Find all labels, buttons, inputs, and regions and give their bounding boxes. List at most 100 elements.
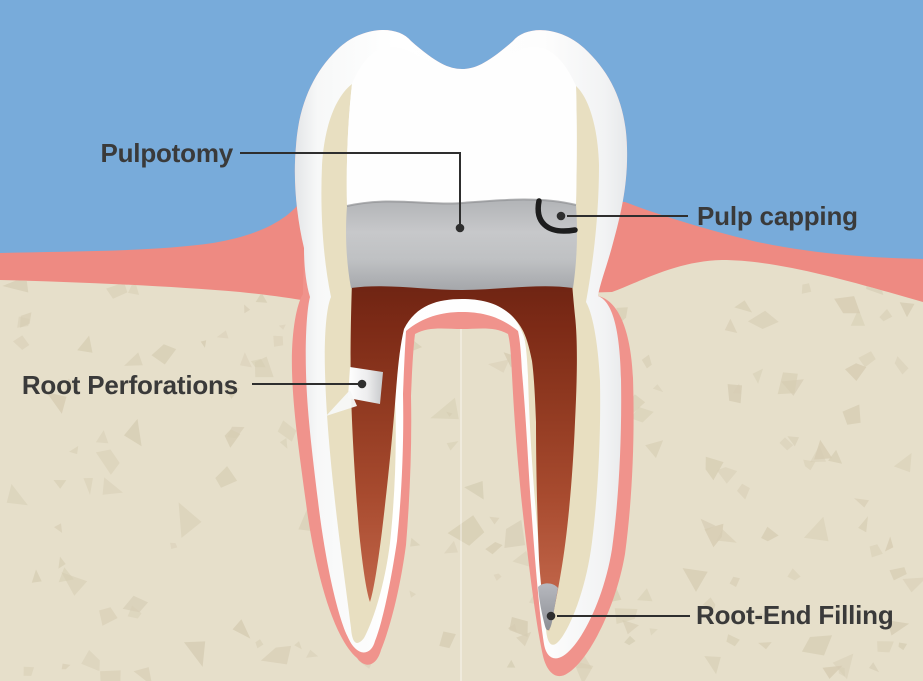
- bone-speckle: [573, 660, 594, 681]
- bone-speckle: [255, 292, 268, 303]
- bone-speckle: [834, 296, 861, 314]
- bone-speckle: [732, 383, 742, 394]
- bone-speckle: [133, 667, 153, 681]
- bone-speckle: [447, 515, 485, 546]
- root-end-filling-dot: [546, 611, 556, 621]
- bone-speckle: [893, 453, 912, 473]
- bone-speckle: [716, 467, 738, 484]
- bone-speckle: [854, 498, 869, 508]
- bone-speckle: [489, 516, 500, 525]
- bone-speckle: [53, 480, 67, 489]
- bone-speckle: [887, 620, 910, 636]
- bone-speckle: [877, 641, 894, 653]
- crown-cut-face: [346, 47, 577, 207]
- bone-speckle: [439, 631, 456, 649]
- bone-speckle: [879, 309, 893, 322]
- pulp-capping-dot: [556, 211, 566, 221]
- bone-speckle: [842, 404, 861, 425]
- bone-speckle: [652, 384, 664, 393]
- bone-speckle: [54, 523, 63, 533]
- bone-speckle: [124, 352, 143, 366]
- bone-speckle: [752, 368, 763, 384]
- bone-speckle: [277, 420, 297, 442]
- bone-speckle: [409, 590, 416, 598]
- bone-speckle: [239, 352, 252, 368]
- bone-speckle: [178, 502, 202, 538]
- bone-speckle: [6, 484, 28, 506]
- pulpotomy-leader-line: [240, 152, 461, 224]
- bone-speckle: [869, 662, 880, 673]
- bone-speckle: [838, 666, 845, 677]
- pulpotomy-dot: [455, 223, 465, 233]
- bone-speckle: [122, 595, 148, 613]
- bone-speckle: [787, 568, 801, 581]
- bone-speckle: [803, 516, 829, 542]
- bone-speckle: [630, 407, 654, 423]
- bone-speckle: [151, 344, 177, 365]
- label-pulpotomy: Pulpotomy: [100, 138, 233, 168]
- bone-speckle: [64, 378, 79, 392]
- bone-speckle: [100, 670, 121, 681]
- root-end-filling-material: [538, 583, 558, 631]
- bone-speckle: [244, 304, 251, 314]
- bone-speckle: [832, 653, 854, 680]
- bone-speckle: [611, 588, 622, 602]
- label-root-perforations: Root Perforations: [21, 370, 238, 400]
- filling-top-edge: [346, 198, 577, 207]
- bone-speckle: [729, 576, 740, 587]
- bone-speckle: [777, 372, 798, 395]
- bone-speckle: [622, 619, 639, 635]
- bone-speckle: [106, 282, 128, 299]
- bone-speckle: [716, 529, 737, 543]
- bone-speckle: [493, 573, 502, 581]
- bone-speckle: [102, 477, 123, 495]
- bone-speckle: [81, 650, 100, 672]
- bone-speckle: [446, 441, 459, 451]
- bone-speckle: [682, 568, 708, 592]
- bone-speckle: [200, 340, 207, 348]
- bone-speckle: [641, 354, 652, 369]
- bone-speckle: [737, 483, 750, 500]
- bone-speckle: [814, 439, 833, 460]
- bone-speckle: [504, 519, 526, 548]
- bone-speckle: [704, 656, 721, 675]
- bone-speckle: [734, 300, 753, 313]
- bone-speckle: [899, 302, 915, 318]
- bone-speckle: [700, 518, 716, 532]
- bone-speckle: [828, 449, 843, 464]
- bone-speckle: [128, 279, 139, 295]
- bone-speckle: [464, 481, 484, 500]
- bone-speckle: [702, 597, 716, 610]
- bone-speckle: [724, 318, 738, 333]
- label-root-end-filling: Root-End Filling: [696, 600, 894, 630]
- bone-speckle: [444, 540, 458, 554]
- bone-speckle: [803, 459, 816, 471]
- bone-speckle: [645, 440, 664, 458]
- bone-speckle: [430, 397, 459, 420]
- bone-speckle: [902, 577, 923, 593]
- bone-speckle: [46, 392, 67, 414]
- label-pulp-capping: Pulp capping: [697, 201, 858, 231]
- bone-speckle: [850, 309, 865, 326]
- bone-speckle: [801, 283, 812, 294]
- bone-speckle: [306, 649, 319, 658]
- pulp-cap-arc: [535, 198, 578, 234]
- bone-speckle: [758, 642, 772, 650]
- leader-lines: [240, 152, 690, 617]
- bone-speckle: [95, 449, 120, 475]
- bone-speckle: [124, 418, 142, 447]
- bone-speckle: [845, 363, 867, 381]
- bone-speckle: [705, 456, 724, 481]
- root-perforation-wedge: [326, 390, 357, 416]
- bone-speckle: [485, 542, 503, 555]
- bone-speckle: [215, 466, 238, 488]
- bone-speckle: [20, 312, 32, 328]
- bone-speckle: [509, 617, 528, 637]
- bone-speckle: [649, 628, 658, 636]
- bone-speckle: [58, 556, 66, 569]
- bone-speckle: [23, 666, 34, 676]
- bone-speckle: [637, 588, 653, 602]
- bone-speckle: [755, 612, 767, 622]
- bone-speckle: [787, 436, 799, 447]
